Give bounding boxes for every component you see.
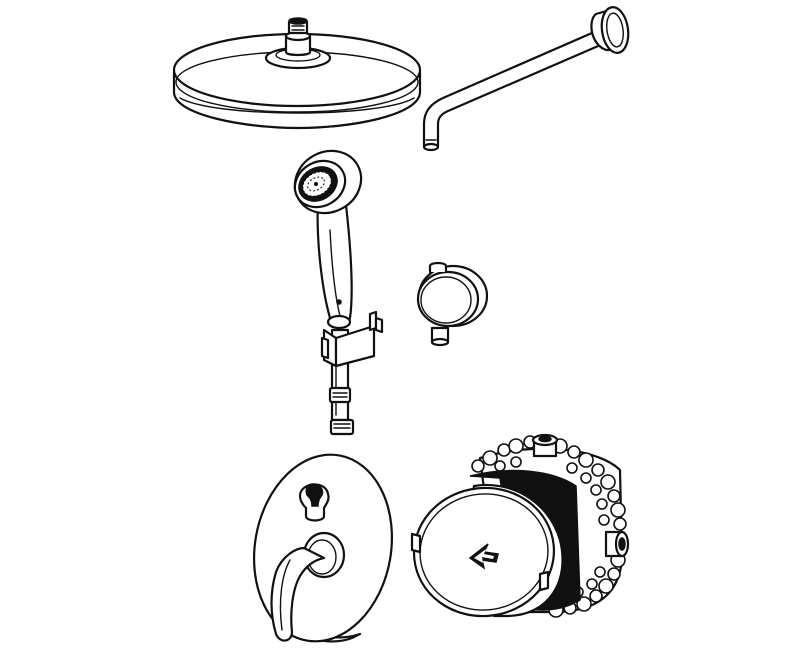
wall-outlet-icon (416, 261, 489, 347)
overhead-shower-icon (172, 17, 422, 130)
hand-shower-icon (293, 149, 384, 436)
shower-arm-icon (422, 6, 630, 152)
concealed-body-icon (410, 433, 630, 618)
mixer-trim-plate-icon (252, 453, 394, 643)
